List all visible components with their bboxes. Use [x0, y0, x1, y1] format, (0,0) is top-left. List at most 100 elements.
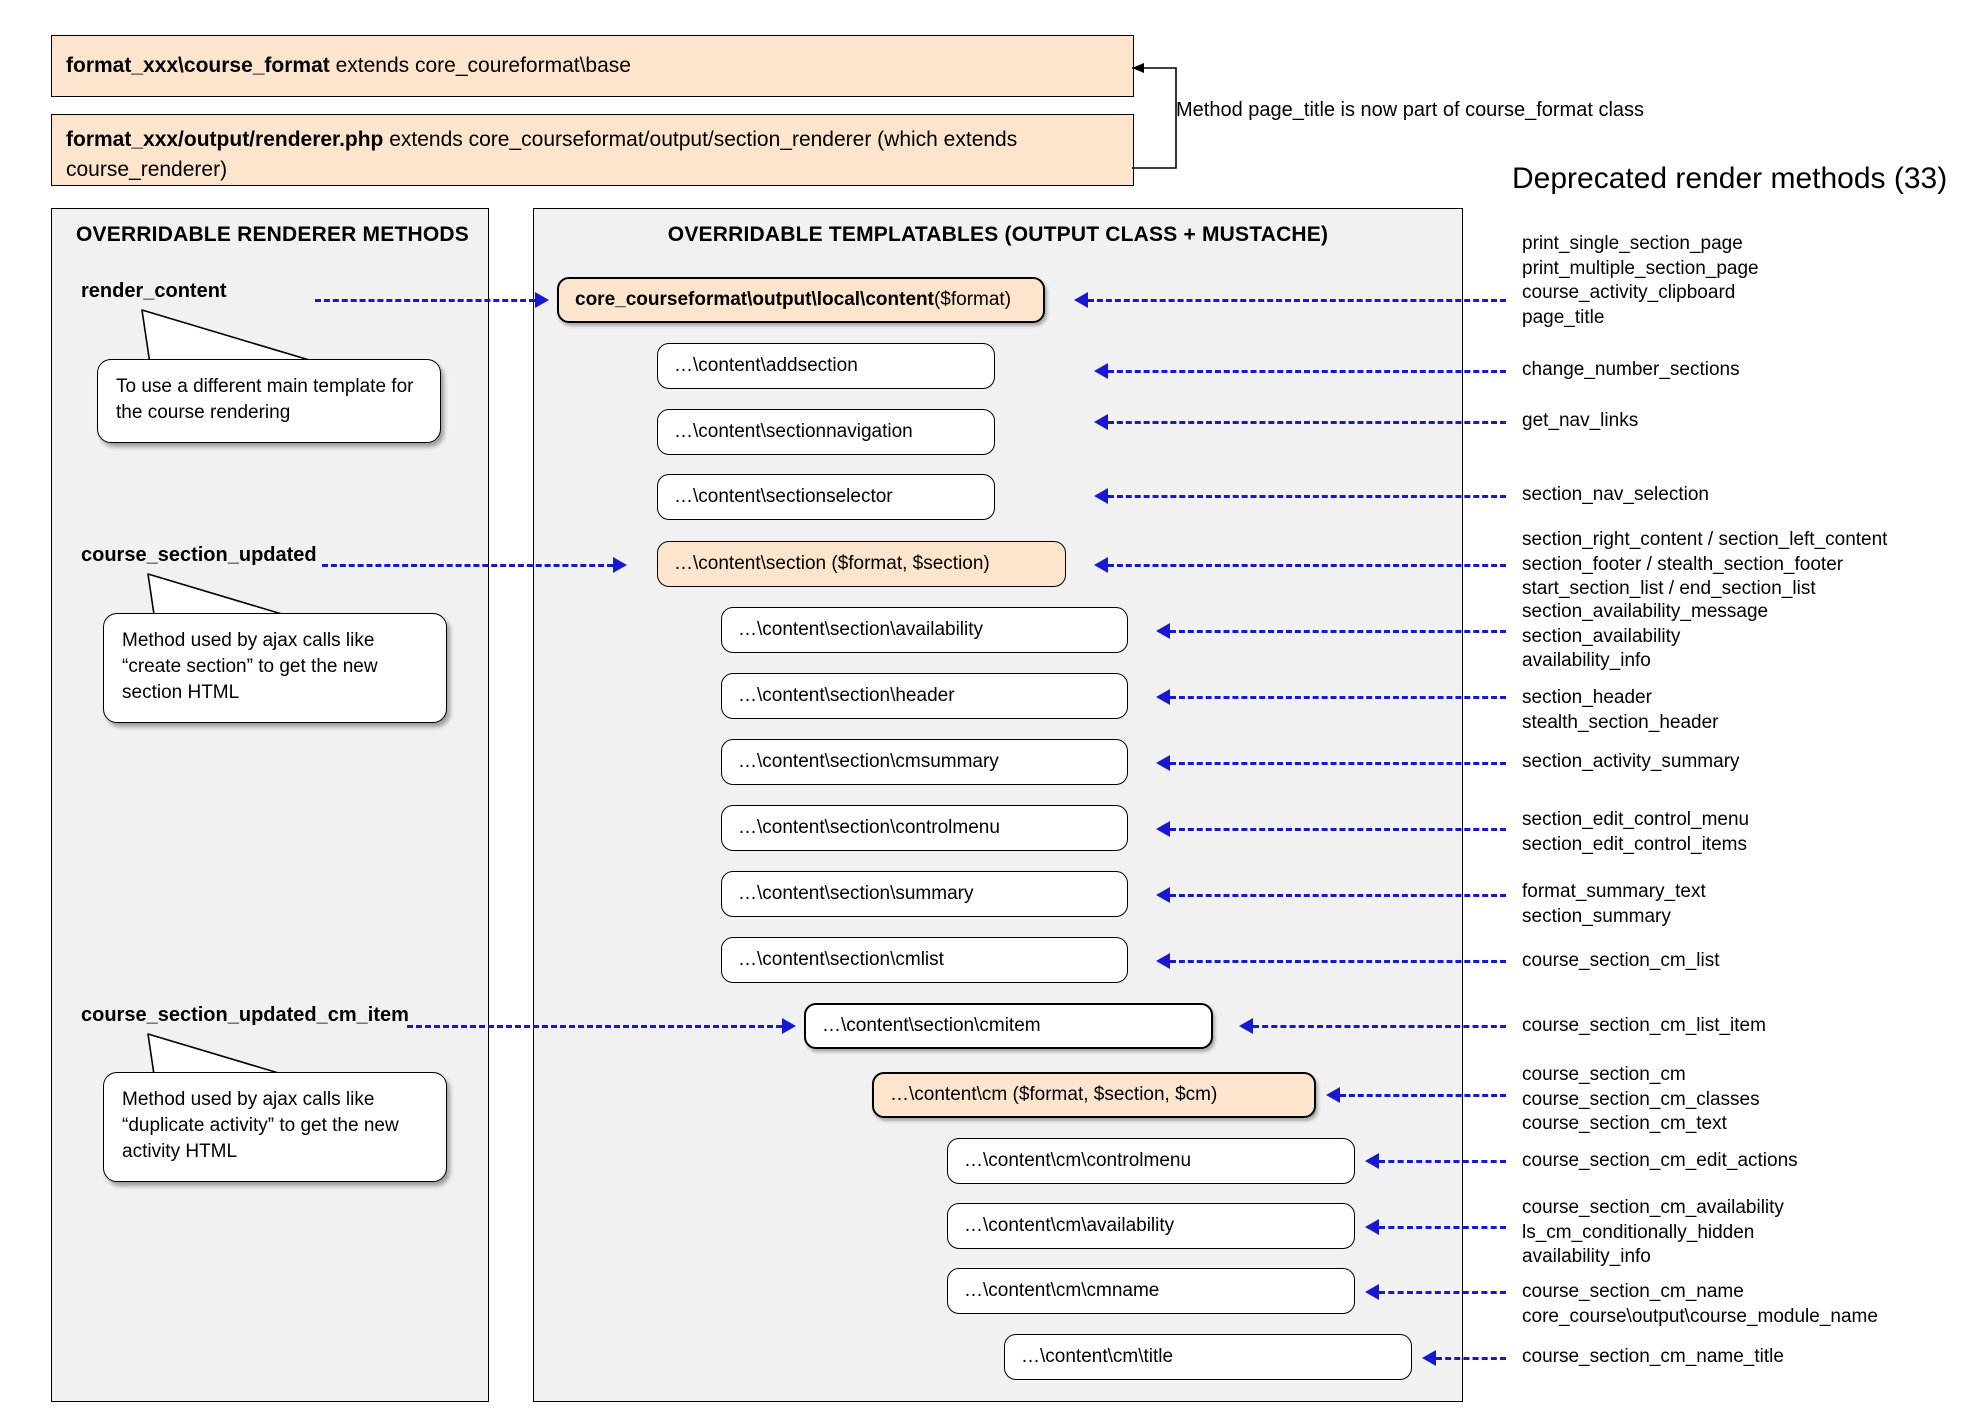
deprecated-line: print_single_section_page — [1522, 233, 1743, 254]
arrowhead-deprecated-15 — [1365, 1284, 1379, 1300]
arrowhead-deprecated-3 — [1094, 488, 1108, 504]
connector-deprecated-12 — [1340, 1094, 1506, 1097]
templatable-box-sectionselector-label: …\content\sectionselector — [674, 486, 893, 507]
deprecated-group-1: change_number_sections — [1522, 358, 1740, 383]
templatable-box-section-cmsummary[interactable]: …\content\section\cmsummary — [721, 739, 1128, 785]
deprecated-group-13: course_section_cm_edit_actions — [1522, 1149, 1798, 1174]
connector-course-section-updated — [322, 564, 613, 567]
connector-deprecated-14 — [1379, 1226, 1506, 1229]
class-box-course-format-rest: extends core_coureformat\base — [329, 54, 631, 77]
deprecated-line: ls_cm_conditionally_hidden — [1522, 1221, 1755, 1243]
deprecated-line: course_section_cm_text — [1522, 1113, 1727, 1134]
arrowhead-deprecated-12 — [1326, 1087, 1340, 1103]
templatable-box-content[interactable]: core_courseformat\output\local\content (… — [557, 277, 1045, 323]
templatable-box-cm-title-label: …\content\cm\title — [1021, 1346, 1174, 1367]
deprecated-line: start_section_list / end_section_list — [1522, 578, 1816, 599]
deprecated-line: print_multiple_section_page — [1522, 257, 1759, 279]
templatable-box-section-availability-label: …\content\section\availability — [738, 619, 984, 640]
templatable-box-section-controlmenu[interactable]: …\content\section\controlmenu — [721, 805, 1128, 851]
arrowhead-course-section-updated — [613, 557, 627, 573]
deprecated-line: section_header — [1522, 687, 1652, 708]
method-render-content: render_content — [81, 280, 227, 302]
templatable-box-content-args: ($format) — [933, 289, 1012, 310]
connector-deprecated-3 — [1108, 495, 1506, 498]
deprecated-line: section_availability — [1522, 625, 1681, 647]
arrowhead-deprecated-1 — [1094, 363, 1108, 379]
method-course-section-updated: course_section_updated — [81, 544, 317, 566]
templatable-box-section-summary[interactable]: …\content\section\summary — [721, 871, 1128, 917]
deprecated-line: stealth_section_header — [1522, 711, 1719, 733]
connector-deprecated-5 — [1170, 630, 1506, 633]
callout-course-section-updated: Method used by ajax calls like “create s… — [103, 613, 447, 723]
page-title-note: Method page_title is now part of course_… — [1176, 99, 1645, 121]
connector-deprecated-11 — [1253, 1025, 1506, 1028]
templatable-box-cm-controlmenu[interactable]: …\content\cm\controlmenu — [947, 1138, 1355, 1184]
deprecated-line: section_availability_message — [1522, 601, 1769, 622]
deprecated-line: core_course\output\course_module_name — [1522, 1305, 1878, 1327]
arrowhead-deprecated-11 — [1239, 1018, 1253, 1034]
left-panel-heading: OVERRIDABLE RENDERER METHODS — [76, 223, 469, 246]
templatable-box-addsection[interactable]: …\content\addsection — [657, 343, 995, 389]
templatable-box-cm-cmname-label: …\content\cm\cmname — [964, 1280, 1160, 1301]
deprecated-group-5: section_availability_message section_ava… — [1522, 600, 1768, 674]
deprecated-line: availability_info — [1522, 650, 1651, 671]
class-box-renderer-rest: extends core_courseformat/output/section… — [66, 128, 1018, 181]
arrowhead-deprecated-16 — [1422, 1350, 1436, 1366]
templatable-box-section-cmlist[interactable]: …\content\section\cmlist — [721, 937, 1128, 983]
connector-deprecated-10 — [1170, 960, 1506, 963]
deprecated-line: course_section_cm_classes — [1522, 1088, 1760, 1110]
deprecated-group-16: course_section_cm_name_title — [1522, 1345, 1784, 1370]
templatable-box-sectionselector[interactable]: …\content\sectionselector — [657, 474, 995, 520]
deprecated-group-11: course_section_cm_list_item — [1522, 1014, 1766, 1039]
callout-course-section-updated-cm-item: Method used by ajax calls like “duplicat… — [103, 1072, 447, 1182]
templatable-box-cm-availability[interactable]: …\content\cm\availability — [947, 1203, 1355, 1249]
arrowhead-deprecated-5 — [1156, 623, 1170, 639]
templatable-box-section-availability[interactable]: …\content\section\availability — [721, 607, 1128, 653]
deprecated-group-0: print_single_section_page print_multiple… — [1522, 232, 1759, 330]
deprecated-group-9: format_summary_text section_summary — [1522, 880, 1706, 929]
connector-deprecated-7 — [1170, 762, 1506, 765]
class-box-renderer-strong: format_xxx/output/renderer.php — [66, 128, 384, 151]
templatable-box-sectionnavigation[interactable]: …\content\sectionnavigation — [657, 409, 995, 455]
arrowhead-deprecated-10 — [1156, 953, 1170, 969]
deprecated-line: course_activity_clipboard — [1522, 282, 1736, 303]
arrowhead-render-content — [535, 292, 549, 308]
connector-deprecated-15 — [1379, 1291, 1506, 1294]
connector-deprecated-2 — [1108, 421, 1506, 424]
deprecated-title: Deprecated render methods (33) — [1512, 162, 1948, 195]
deprecated-line: section_summary — [1522, 905, 1671, 927]
templatable-box-cm-title[interactable]: …\content\cm\title — [1004, 1334, 1412, 1380]
deprecated-line: section_activity_summary — [1522, 751, 1740, 772]
arrowhead-deprecated-7 — [1156, 755, 1170, 771]
templatable-box-section-header[interactable]: …\content\section\header — [721, 673, 1128, 719]
deprecated-group-6: section_header stealth_section_header — [1522, 686, 1718, 735]
deprecated-line: section_edit_control_menu — [1522, 809, 1750, 830]
templatable-box-cm-controlmenu-label: …\content\cm\controlmenu — [964, 1150, 1192, 1171]
deprecated-group-2: get_nav_links — [1522, 409, 1638, 434]
templatable-box-section-cmlist-label: …\content\section\cmlist — [738, 949, 944, 970]
templatable-box-cm-label: …\content\cm ($format, $section, $cm) — [890, 1084, 1218, 1105]
deprecated-line: availability_info — [1522, 1246, 1651, 1267]
class-box-course-format-strong: format_xxx\course_format — [66, 54, 330, 77]
templatable-box-cm-availability-label: …\content\cm\availability — [964, 1215, 1175, 1236]
templatable-box-section-cmitem[interactable]: …\content\section\cmitem — [804, 1003, 1213, 1049]
deprecated-group-12: course_section_cm course_section_cm_clas… — [1522, 1063, 1760, 1137]
templatable-box-cm[interactable]: …\content\cm ($format, $section, $cm) — [872, 1072, 1316, 1118]
templatable-box-section-cmitem-label: …\content\section\cmitem — [822, 1015, 1041, 1036]
templatable-box-cm-cmname[interactable]: …\content\cm\cmname — [947, 1268, 1355, 1314]
deprecated-line: page_title — [1522, 306, 1605, 328]
templatable-box-sectionnavigation-label: …\content\sectionnavigation — [674, 421, 913, 442]
arrowhead-deprecated-13 — [1365, 1153, 1379, 1169]
callout-render-content: To use a different main template for the… — [97, 359, 441, 443]
arrowhead-deprecated-9 — [1156, 887, 1170, 903]
deprecated-line: course_section_cm_edit_actions — [1522, 1150, 1798, 1171]
class-box-bracket-connector — [1132, 63, 1177, 169]
templatable-box-section-cmsummary-label: …\content\section\cmsummary — [738, 751, 999, 772]
templatable-box-section-summary-label: …\content\section\summary — [738, 883, 974, 904]
deprecated-group-8: section_edit_control_menu section_edit_c… — [1522, 808, 1749, 857]
deprecated-group-10: course_section_cm_list — [1522, 949, 1719, 974]
deprecated-line: section_footer / stealth_section_footer — [1522, 553, 1844, 575]
templatable-box-section[interactable]: …\content\section ($format, $section) — [657, 541, 1066, 587]
deprecated-line: course_section_cm_name_title — [1522, 1346, 1784, 1367]
deprecated-line: get_nav_links — [1522, 410, 1639, 431]
